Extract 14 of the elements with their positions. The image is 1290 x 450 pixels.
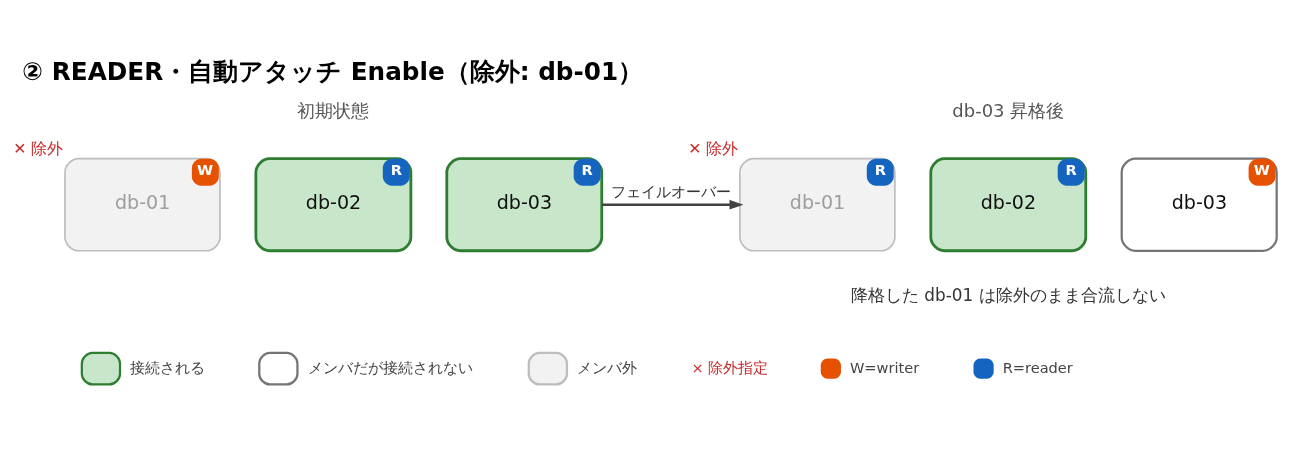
legend-label: メンバ外 (577, 358, 638, 375)
node-label: ✕ 除外 (688, 138, 739, 158)
label: 降格した db-01 は除外のまま合流しない (851, 284, 1166, 305)
arrow (602, 199, 744, 210)
diagram-title: ② READER・自動アタッチ Enable（除外: db-01） (22, 56, 644, 86)
legend-label: メンバだが接続されない (307, 358, 473, 375)
node-label: ✕ 除外 (13, 138, 64, 158)
legend-label: × 除外指定 (691, 358, 769, 375)
legend-label: W=writer (849, 358, 920, 375)
label: db-03 昇格後 (952, 99, 1065, 121)
legend-label: R=reader (1002, 358, 1073, 375)
edge-label: フェイルオーバー (610, 182, 731, 200)
label: 初期状態 (297, 99, 370, 121)
legend-label: 接続される (130, 358, 206, 375)
